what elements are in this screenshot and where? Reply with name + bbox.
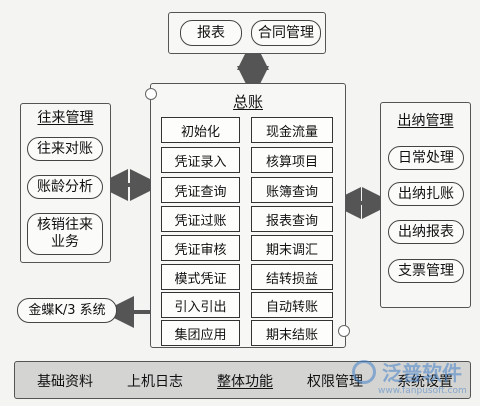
bottom-overall-functions[interactable]: 整体功能	[217, 374, 273, 390]
ledger-item-accounting-items[interactable]: 核算项目	[251, 147, 333, 173]
check-management-pill[interactable]: 支票管理	[388, 259, 464, 283]
bottom-system-settings[interactable]: 系统设置	[397, 374, 453, 390]
ledger-item-voucher-query[interactable]: 凭证查询	[161, 177, 240, 203]
ledger-item-auto-transfer[interactable]: 自动转账	[251, 292, 333, 318]
writeoff-line1: 核销往来	[37, 217, 93, 233]
ledger-item-cash-flow[interactable]: 现金流量	[251, 117, 333, 143]
writeoff-line2: 业务	[51, 234, 79, 250]
ledger-item-book-query[interactable]: 账簿查询	[251, 177, 333, 203]
watermark-logo-icon	[352, 360, 376, 384]
bottom-basic-data[interactable]: 基础资料	[37, 374, 93, 390]
bottom-bar	[14, 361, 471, 399]
writeoff-pill[interactable]: 核销往来 业务	[27, 213, 103, 255]
report-pill[interactable]: 报表	[180, 20, 242, 46]
daily-processing-pill[interactable]: 日常处理	[388, 146, 464, 170]
ledger-item-report-query[interactable]: 报表查询	[251, 206, 333, 232]
cashier-title: 出纳管理	[397, 113, 454, 129]
ledger-item-template-voucher[interactable]: 模式凭证	[161, 264, 240, 290]
cashier-report-pill[interactable]: 出纳报表	[388, 220, 464, 244]
panel-hole-right	[338, 325, 350, 337]
aging-analysis-pill[interactable]: 账龄分析	[27, 175, 103, 199]
panel-hole-left	[145, 88, 157, 100]
ledger-item-voucher-audit[interactable]: 凭证审核	[161, 235, 240, 261]
ledger-item-profit-loss[interactable]: 结转损益	[251, 264, 333, 290]
ledger-item-period-exchange[interactable]: 期末调汇	[251, 235, 333, 261]
general-ledger-title: 总账	[232, 92, 263, 111]
ledger-item-init[interactable]: 初始化	[161, 117, 240, 143]
cashier-close-pill[interactable]: 出纳扎账	[388, 182, 464, 206]
reconcile-pill[interactable]: 往来对账	[27, 137, 103, 161]
ledger-item-period-close[interactable]: 期末结账	[251, 320, 333, 346]
ledger-item-import-export[interactable]: 引入引出	[161, 292, 240, 318]
bottom-permission-management[interactable]: 权限管理	[307, 374, 363, 390]
receivables-title: 往来管理	[37, 110, 94, 126]
ledger-item-group-app[interactable]: 集团应用	[161, 320, 240, 346]
ledger-item-voucher-posting[interactable]: 凭证过账	[161, 206, 240, 232]
contract-management-pill[interactable]: 合同管理	[251, 20, 321, 46]
watermark-brand: 泛普软件	[382, 361, 462, 385]
ledger-item-voucher-entry[interactable]: 凭证录入	[161, 147, 240, 173]
kingdee-k3-pill[interactable]: 金蝶K/3 系统	[17, 298, 117, 323]
bottom-logon-log[interactable]: 上机日志	[127, 374, 183, 390]
watermark-url: www.fanpusoft.com	[378, 386, 467, 396]
